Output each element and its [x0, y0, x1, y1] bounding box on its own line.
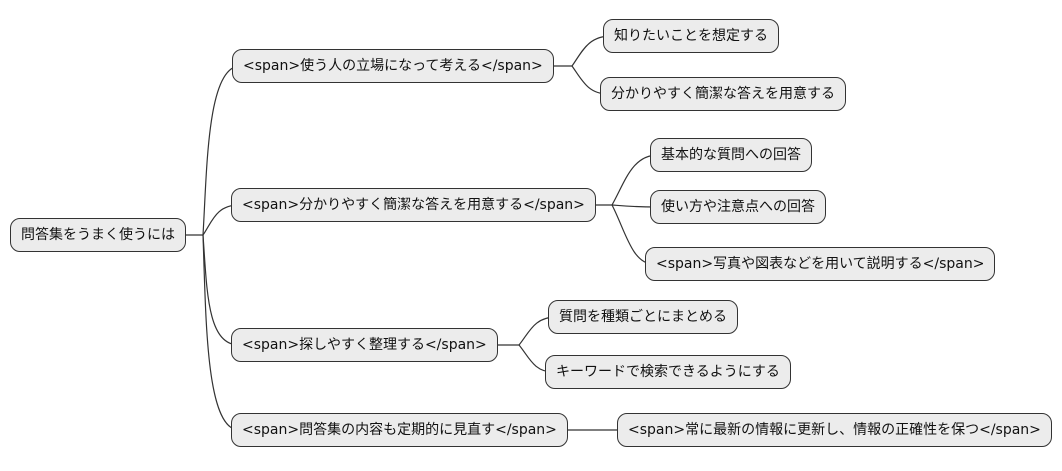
leaf-node-1-2: 分かりやすく簡潔な答えを用意する [600, 77, 846, 111]
leaf-node-4-1: <span>常に最新の情報に更新し、情報の正確性を保つ</span> [617, 413, 1052, 447]
leaf-node-3-1: 質問を種類ごとにまとめる [548, 300, 738, 334]
branch-node-3: <span>探しやすく整理する</span> [231, 328, 498, 362]
leaf-node-1-1: 知りたいことを想定する [603, 19, 779, 53]
edge-root-branch4 [202, 234, 240, 431]
leaf-node-2-3: <span>写真や図表などを用いて説明する</span> [645, 247, 996, 281]
edge-root-branch1 [202, 65, 241, 236]
edge-root-branch3 [202, 234, 240, 346]
leaf-node-2-2: 使い方や注意点への回答 [650, 190, 826, 224]
leaf-node-3-2: キーワードで検索できるようにする [545, 355, 791, 389]
branch-node-1: <span>使う人の立場になって考える</span> [232, 49, 554, 83]
branch-node-2: <span>分かりやすく簡潔な答えを用意する</span> [231, 188, 596, 222]
branch-node-4: <span>問答集の内容も定期的に見直す</span> [231, 413, 568, 447]
root-node: 問答集をうまく使うには [10, 218, 186, 252]
leaf-node-2-1: 基本的な質問への回答 [650, 138, 812, 172]
